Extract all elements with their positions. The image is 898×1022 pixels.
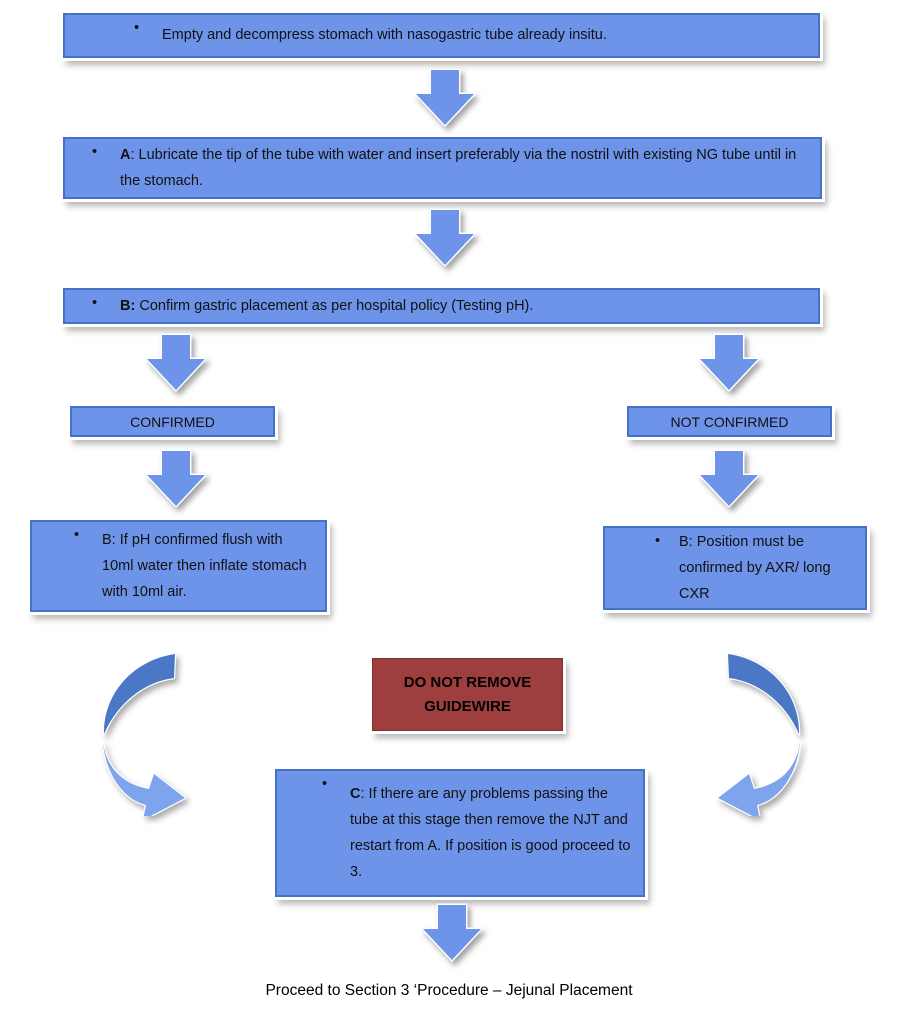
curved-arrow-right-icon	[715, 648, 810, 816]
step-1-text: Empty and decompress stomach with nasoga…	[162, 27, 607, 44]
step-3-prefix: B:	[120, 297, 136, 314]
not-confirmed-action-text: B: Position must be confirmed by AXR/ lo…	[679, 533, 831, 603]
bullet-icon: •	[655, 533, 661, 549]
step-1-box: • Empty and decompress stomach with naso…	[63, 13, 820, 58]
down-arrow-icon	[698, 333, 760, 393]
step-2-prefix: A	[120, 146, 131, 163]
warning-line-2: GUIDEWIRE	[424, 697, 511, 715]
bullet-icon: •	[92, 144, 98, 160]
step-2-body: : Lubricate the tip of the tube with wat…	[120, 146, 797, 189]
down-arrow-icon	[698, 449, 760, 509]
step-3-body: Confirm gastric placement as per hospita…	[135, 297, 534, 314]
down-arrow-icon	[421, 903, 483, 963]
not-confirmed-box: NOT CONFIRMED	[627, 406, 832, 437]
warning-box: DO NOT REMOVE GUIDEWIRE	[372, 658, 563, 731]
bullet-icon: •	[74, 527, 80, 543]
confirmed-action-box: • B: If pH confirmed flush with 10ml wat…	[30, 520, 327, 612]
confirmed-label: CONFIRMED	[130, 413, 215, 430]
confirmed-action-text: B: If pH confirmed flush with 10ml water…	[102, 531, 307, 601]
down-arrow-icon	[145, 333, 207, 393]
down-arrow-icon	[145, 449, 207, 509]
down-arrow-icon	[414, 68, 476, 128]
footer-text: Proceed to Section 3 ‘Procedure – Jejuna…	[265, 982, 633, 999]
step-2-box: • A: Lubricate the tip of the tube with …	[63, 137, 822, 199]
step-c-body: : If there are any problems passing the …	[350, 785, 631, 881]
step-3-box: • B: Confirm gastric placement as per ho…	[63, 288, 820, 324]
not-confirmed-action-box: • B: Position must be confirmed by AXR/ …	[603, 526, 867, 610]
bullet-icon: •	[322, 776, 328, 792]
step-3-text: B: Confirm gastric placement as per hosp…	[120, 293, 533, 319]
step-c-box: • C: If there are any problems passing t…	[275, 769, 645, 897]
bullet-icon: •	[92, 295, 98, 311]
not-confirmed-label: NOT CONFIRMED	[670, 413, 789, 430]
step-c-text: C: If there are any problems passing the…	[350, 781, 635, 885]
warning-line-1: DO NOT REMOVE	[403, 674, 532, 692]
step-c-prefix: C	[350, 785, 361, 802]
down-arrow-icon	[414, 208, 476, 268]
curved-arrow-left-icon	[93, 648, 188, 816]
step-2-text: A: Lubricate the tip of the tube with wa…	[120, 142, 810, 194]
bullet-icon: •	[134, 20, 140, 36]
confirmed-box: CONFIRMED	[70, 406, 275, 437]
